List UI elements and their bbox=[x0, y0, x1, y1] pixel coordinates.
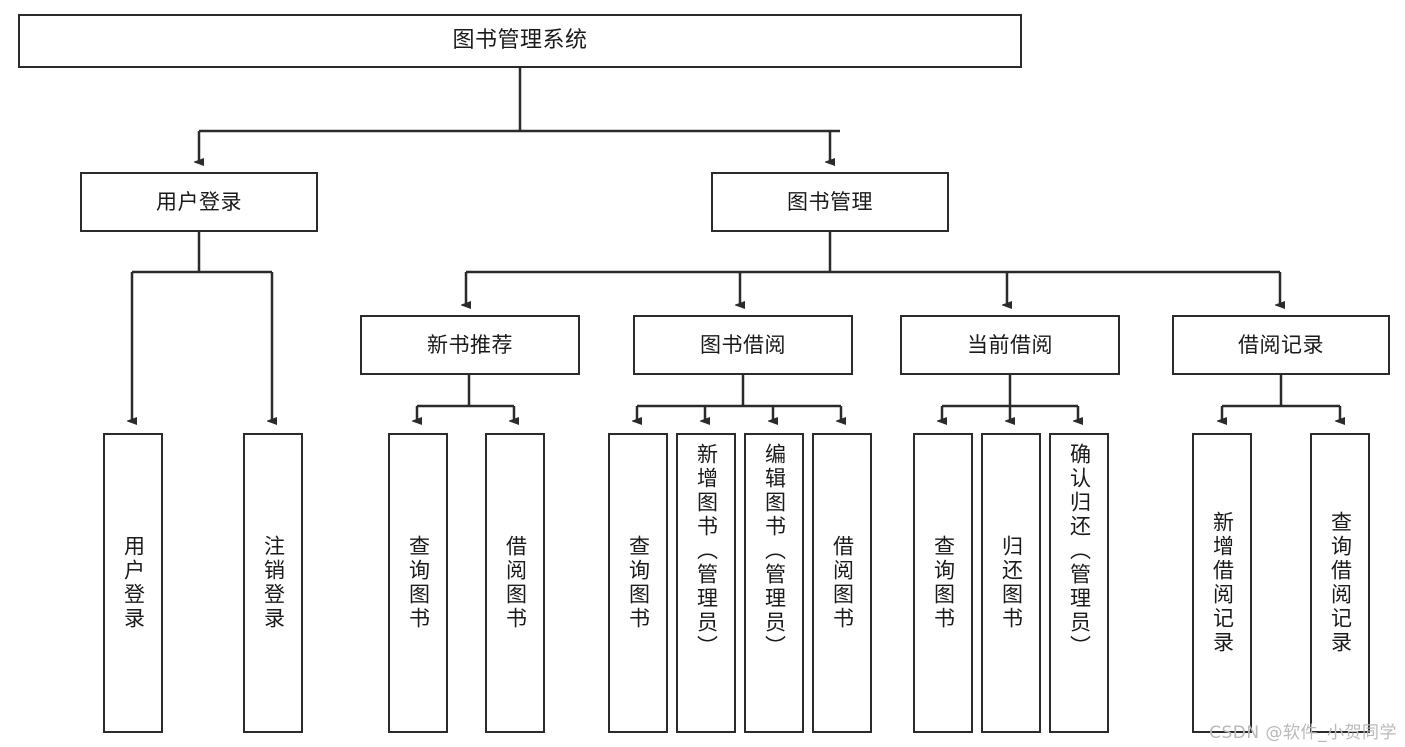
node-label: 借阅图书 bbox=[503, 535, 528, 631]
node-new-book-recommend[interactable]: 新书推荐 bbox=[360, 315, 580, 375]
node-leaf-query-book-1[interactable]: 查询图书 bbox=[388, 433, 448, 733]
node-leaf-query-record[interactable]: 查询借阅记录 bbox=[1310, 433, 1370, 733]
node-label: 新增借阅记录 bbox=[1210, 511, 1235, 655]
node-leaf-logout-login[interactable]: 注销登录 bbox=[243, 433, 303, 733]
node-leaf-user-login[interactable]: 用户登录 bbox=[103, 433, 163, 733]
node-user-login[interactable]: 用户登录 bbox=[80, 172, 318, 232]
node-label: 图书借阅 bbox=[700, 332, 786, 357]
node-label: 新增图书（管理员） bbox=[694, 443, 719, 659]
node-label: 借阅图书 bbox=[830, 535, 855, 631]
node-leaf-query-book-3[interactable]: 查询图书 bbox=[913, 433, 973, 733]
node-label: 注销登录 bbox=[261, 535, 286, 631]
node-leaf-query-book-2[interactable]: 查询图书 bbox=[608, 433, 668, 733]
node-book-management[interactable]: 图书管理 bbox=[711, 172, 949, 232]
node-label: 确认归还（管理员） bbox=[1067, 443, 1092, 659]
node-label: 查询图书 bbox=[406, 535, 431, 631]
node-leaf-return-book[interactable]: 归还图书 bbox=[981, 433, 1041, 733]
node-leaf-add-book[interactable]: 新增图书（管理员） bbox=[676, 433, 736, 733]
node-label: 图书管理系统 bbox=[452, 28, 588, 54]
node-label: 借阅记录 bbox=[1238, 332, 1324, 357]
node-leaf-confirm-return[interactable]: 确认归还（管理员） bbox=[1049, 433, 1109, 733]
node-leaf-edit-book[interactable]: 编辑图书（管理员） bbox=[744, 433, 804, 733]
node-label: 图书管理 bbox=[787, 189, 873, 214]
node-label: 归还图书 bbox=[999, 535, 1024, 631]
node-current-borrow[interactable]: 当前借阅 bbox=[900, 315, 1120, 375]
node-label: 查询图书 bbox=[626, 535, 651, 631]
node-leaf-add-record[interactable]: 新增借阅记录 bbox=[1192, 433, 1252, 733]
node-leaf-borrow-book-2[interactable]: 借阅图书 bbox=[812, 433, 872, 733]
node-book-management-system[interactable]: 图书管理系统 bbox=[18, 14, 1022, 68]
node-label: 用户登录 bbox=[156, 189, 242, 214]
node-label: 用户登录 bbox=[121, 535, 146, 631]
node-label: 新书推荐 bbox=[427, 332, 513, 357]
node-label: 当前借阅 bbox=[967, 332, 1053, 357]
node-leaf-borrow-book-1[interactable]: 借阅图书 bbox=[485, 433, 545, 733]
node-book-borrow[interactable]: 图书借阅 bbox=[633, 315, 853, 375]
node-label: 查询图书 bbox=[931, 535, 956, 631]
node-label: 编辑图书（管理员） bbox=[762, 443, 787, 659]
csdn-watermark: CSDN @软件_小贺同学 bbox=[1209, 723, 1397, 743]
node-label: 查询借阅记录 bbox=[1328, 511, 1353, 655]
node-borrow-record[interactable]: 借阅记录 bbox=[1172, 315, 1390, 375]
